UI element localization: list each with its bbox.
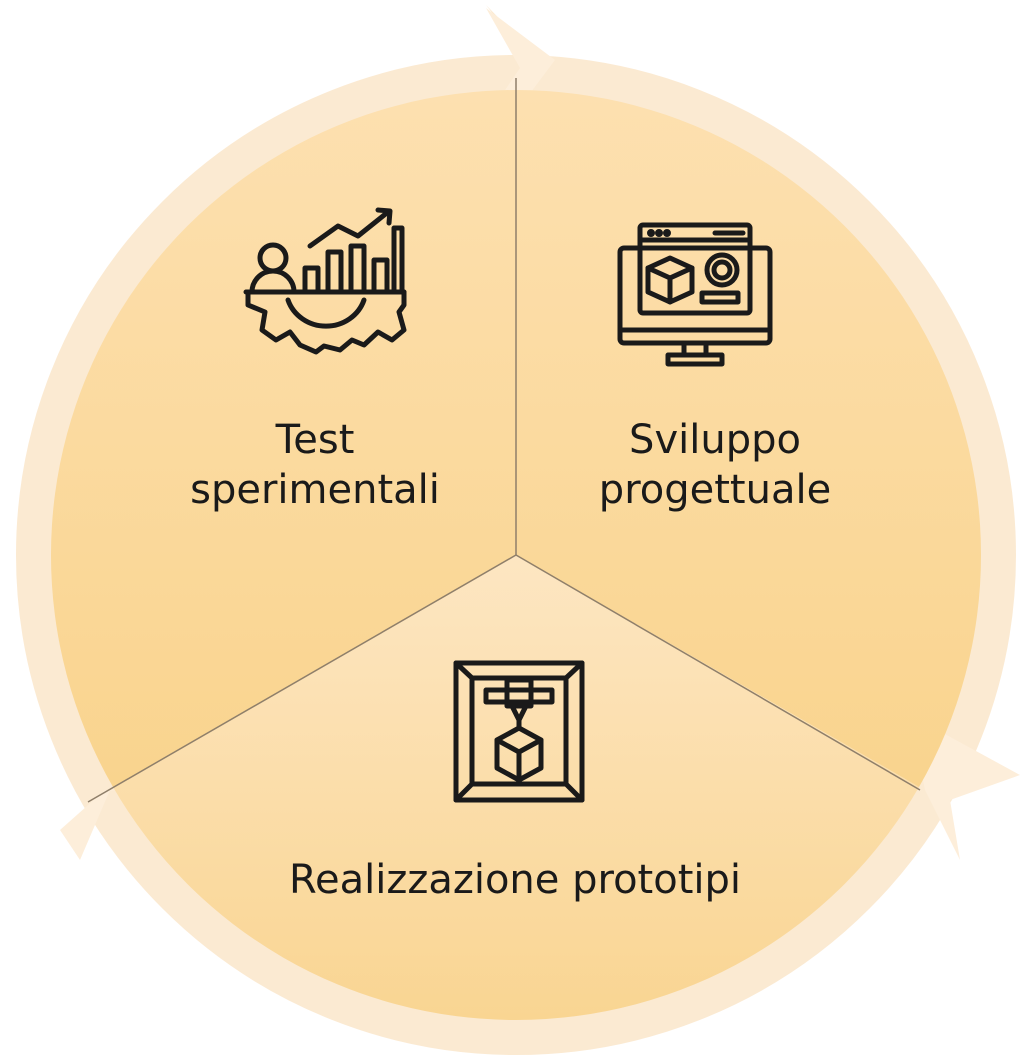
monitor-cube-gear-icon <box>617 222 773 367</box>
segment-sviluppo <box>516 90 982 787</box>
arrowhead-top-main <box>478 8 555 130</box>
segment-label-proto: Realizzazione prototipi <box>170 855 860 905</box>
label-sviluppo-line1: Sviluppo <box>629 417 801 463</box>
label-test-line1: Test <box>275 417 355 463</box>
segment-label-sviluppo: Sviluppo progettuale <box>560 415 870 515</box>
segment-label-test: Test sperimentali <box>160 415 470 515</box>
label-sviluppo-line2: progettuale <box>598 467 832 513</box>
label-test-line2: sperimentali <box>190 467 440 513</box>
3d-printer-icon <box>453 660 585 803</box>
chart-gear-person-icon <box>243 207 407 355</box>
divider-left <box>87 554 517 803</box>
arrowhead-left <box>60 790 190 860</box>
divider-right <box>515 554 921 791</box>
label-proto-line1: Realizzazione prototipi <box>289 857 741 903</box>
